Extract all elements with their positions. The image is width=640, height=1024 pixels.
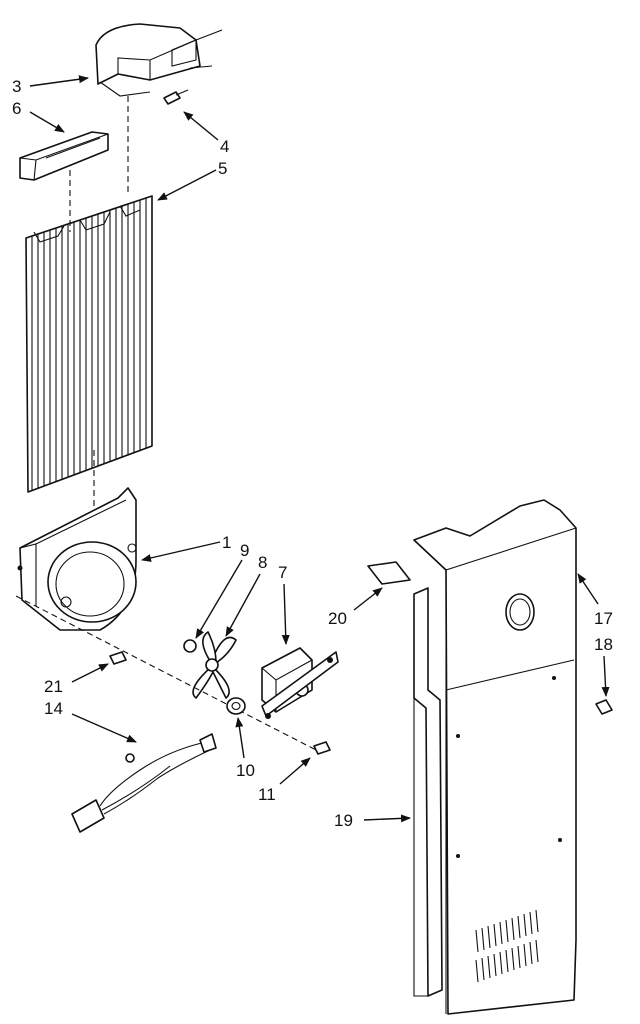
callout-3: 3 — [12, 75, 89, 96]
grille-part-6 — [19, 131, 109, 181]
callout-18: 18 — [594, 635, 613, 697]
vent-slots — [475, 909, 539, 983]
strip-part-20 — [367, 561, 411, 585]
callout-7: 7 — [278, 563, 290, 645]
callout-14: 14 — [44, 699, 137, 743]
fan-blade-part-8 — [192, 631, 237, 699]
wiring-harness-part-14 — [71, 733, 217, 833]
svg-text:5: 5 — [218, 159, 227, 178]
fan-axis-line — [15, 595, 321, 753]
svg-text:8: 8 — [258, 553, 267, 572]
svg-text:4: 4 — [220, 137, 229, 156]
callout-10: 10 — [235, 717, 255, 780]
screw-part-21 — [109, 651, 127, 665]
svg-text:14: 14 — [44, 699, 63, 718]
svg-text:18: 18 — [594, 635, 613, 654]
svg-text:20: 20 — [328, 609, 347, 628]
callout-17: 17 — [577, 573, 613, 628]
svg-text:11: 11 — [258, 785, 276, 804]
callout-11: 11 — [258, 757, 311, 804]
svg-text:21: 21 — [44, 677, 63, 696]
callout-1: 1 — [141, 533, 231, 562]
svg-text:1: 1 — [222, 533, 231, 552]
screw-part-18 — [595, 699, 613, 715]
channel-part-19 — [413, 587, 443, 997]
screw-part-11 — [313, 741, 331, 755]
callout-4: 4 — [183, 111, 229, 156]
screw-part-4 — [163, 89, 189, 105]
evaporator-coil-part-5 — [25, 195, 153, 493]
callout-6: 6 — [12, 99, 65, 133]
grommet-part-10 — [226, 697, 246, 715]
svg-text:6: 6 — [12, 99, 21, 118]
air-duct-part-3 — [95, 23, 223, 97]
svg-text:17: 17 — [594, 609, 613, 628]
svg-text:7: 7 — [278, 563, 287, 582]
callout-8: 8 — [225, 553, 267, 637]
svg-text:3: 3 — [12, 77, 21, 96]
rear-cover-part-17 — [413, 499, 577, 1015]
alignment-lines-upper — [69, 96, 129, 510]
callout-5: 5 — [157, 159, 227, 201]
callout-20: 20 — [328, 587, 383, 628]
callout-21: 21 — [44, 663, 109, 696]
svg-text:10: 10 — [236, 761, 255, 780]
fan-shroud-part-1 — [17, 487, 137, 631]
fan-motor-part-7 — [261, 647, 339, 719]
callout-9: 9 — [195, 541, 249, 639]
callout-19: 19 — [334, 811, 411, 830]
svg-text:19: 19 — [334, 811, 353, 830]
svg-text:9: 9 — [240, 541, 249, 560]
nut-part-9 — [183, 639, 197, 653]
